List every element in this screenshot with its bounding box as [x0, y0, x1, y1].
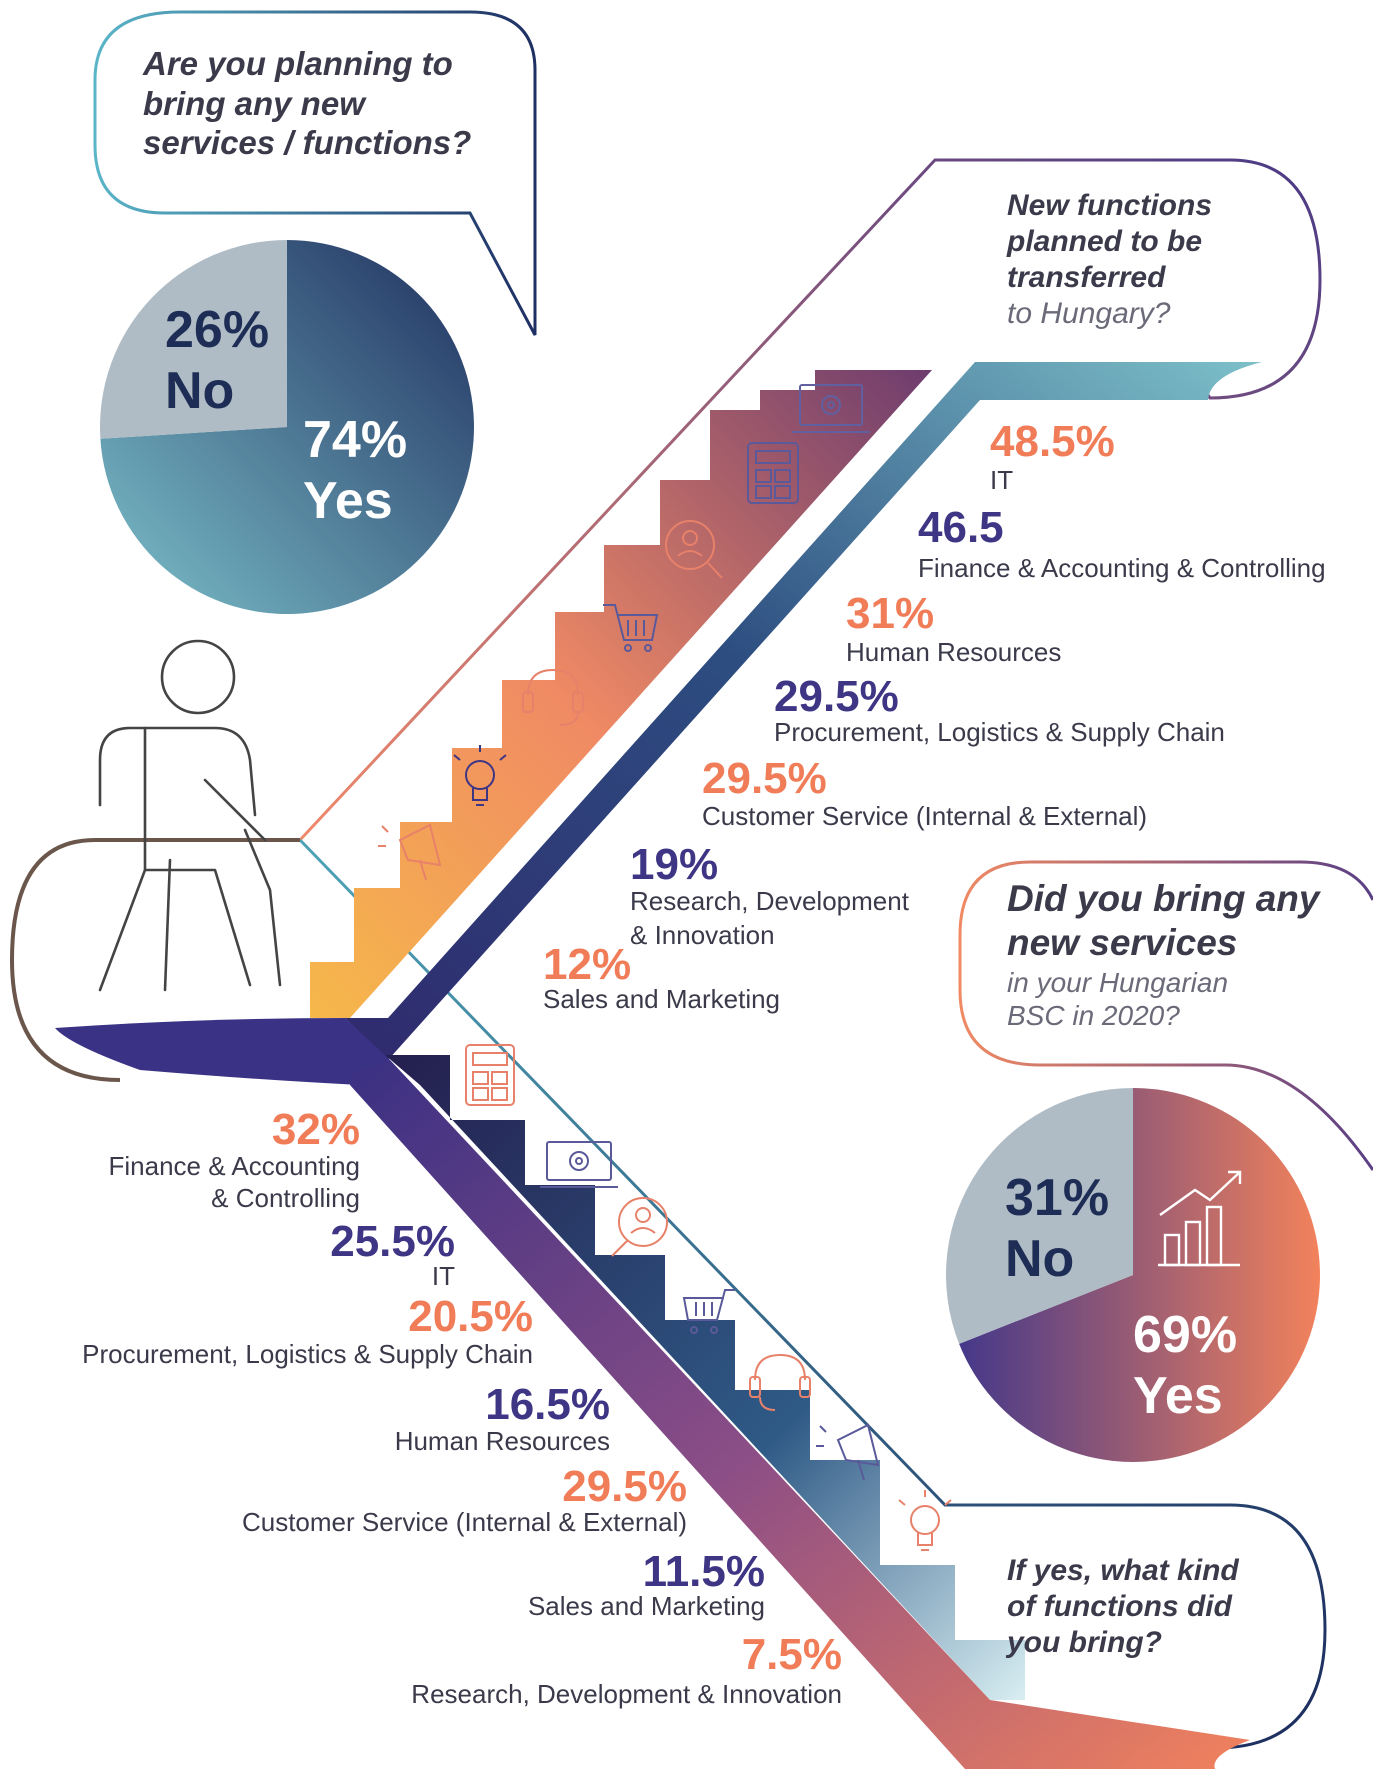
planned-item-label: IT: [990, 465, 1014, 495]
down-escalator-rail: [350, 1060, 1250, 1769]
pie1-no-text: No: [165, 362, 235, 421]
bubble-planning: [93, 10, 537, 336]
base-platform: [55, 1018, 390, 1085]
brought-item-pct: 16.5%: [485, 1380, 610, 1429]
person-on-escalator-icon: [98, 639, 282, 992]
pie-chart-planning: [100, 240, 475, 615]
headset-icon: [522, 668, 584, 726]
lightbulb-icon: [898, 1490, 952, 1551]
brought-item-pct: 25.5%: [330, 1217, 455, 1266]
pie1-no-label: 26% No: [165, 300, 269, 423]
up-escalator-rail: [345, 362, 1262, 1060]
planned-item-pct: 12%: [543, 940, 632, 989]
brought-item-label: Finance & Accounting: [108, 1151, 361, 1181]
pie-slice-no: [946, 1088, 1133, 1344]
pie2-yes-value: 69%: [1133, 1306, 1238, 1364]
brought-item-label: Research, Development & Innovation: [411, 1679, 842, 1709]
question-planning: Are you planning to bring any new servic…: [143, 45, 472, 162]
planned-item-label: Sales and Marketing: [543, 984, 781, 1014]
pie1-yes-value: 74%: [303, 411, 408, 469]
planned-item-label: Human Resources: [846, 637, 1062, 667]
brought-item-label: IT: [431, 1261, 455, 1291]
pie2-no-text: No: [1005, 1230, 1075, 1289]
brought-item-pct: 32%: [271, 1105, 360, 1154]
escalator-loop: [9, 838, 300, 1082]
lightbulb-icon: [453, 745, 507, 806]
question-did-title: Did you bring any new services: [1007, 878, 1320, 964]
pie-slice-no: [100, 240, 287, 439]
question-brought: If yes, what kind of functions did you b…: [1007, 1554, 1239, 1659]
pie1-yes-label: 74% Yes: [303, 410, 407, 533]
question-planned-sub: to Hungary?: [1007, 297, 1171, 330]
brought-item-label: Human Resources: [394, 1426, 610, 1456]
shopping-cart-icon: [682, 1289, 735, 1334]
bubble-did: [958, 860, 1373, 1171]
up-escalator-steps: [310, 370, 932, 1018]
question-did-bring: Did you bring any new services in your H…: [1007, 877, 1327, 1036]
down-escalator-steps: [385, 1055, 1025, 1700]
calculator-icon: [465, 1044, 515, 1106]
pie1-no-value: 26%: [165, 301, 270, 359]
brought-item-label: Procurement, Logistics & Supply Chain: [82, 1339, 533, 1369]
planned-item-pct: 19%: [630, 840, 719, 889]
planned-item-label: Research, Development: [630, 886, 909, 916]
pie2-no-label: 31% No: [1005, 1168, 1109, 1291]
search-person-icon: [611, 1197, 668, 1257]
pie2-yes-label: 69% Yes: [1133, 1305, 1237, 1428]
question-did-sub: in your Hungarian BSC in 2020?: [1007, 966, 1229, 1032]
megaphone-icon: [816, 1423, 880, 1481]
planned-item-label: Procurement, Logistics & Supply Chain: [774, 717, 1225, 747]
brought-item-label: Customer Service (Internal & External): [241, 1507, 687, 1537]
brought-item-pct: 7.5%: [741, 1630, 842, 1679]
pie-slice-yes: [100, 240, 475, 615]
brought-item-pct: 20.5%: [408, 1292, 533, 1341]
question-planned-title: New functions planned to be transferred: [1007, 189, 1213, 294]
planned-item-pct: 29.5%: [702, 754, 827, 803]
headset-icon: [749, 1353, 811, 1411]
planned-item-pct: 46.5: [918, 503, 1004, 552]
search-person-icon: [665, 520, 723, 579]
planned-item-pct: 29.5%: [774, 672, 899, 721]
pie1-yes-text: Yes: [303, 472, 393, 531]
pie2-no-value: 31%: [1005, 1169, 1110, 1227]
shopping-cart-icon: [603, 604, 659, 652]
brought-item-pct: 29.5%: [562, 1462, 687, 1511]
pie2-yes-text: Yes: [1133, 1367, 1223, 1426]
calculator-icon: [747, 442, 799, 504]
laptop-gear-icon: [540, 1141, 618, 1188]
brought-item-label: Sales and Marketing: [527, 1591, 765, 1621]
question-planned-functions: New functions planned to be transferred …: [1007, 188, 1242, 332]
planned-item-label: Customer Service (Internal & External): [702, 801, 1148, 831]
planned-item-label: Finance & Accounting & Controlling: [918, 553, 1326, 583]
brought-item-label-line2: & Controlling: [211, 1183, 360, 1213]
planned-item-label-line2: & Innovation: [630, 920, 775, 950]
growth-chart-icon: [1158, 1170, 1242, 1267]
laptop-gear-icon: [792, 384, 870, 433]
planned-item-pct: 48.5%: [990, 417, 1115, 466]
megaphone-icon: [378, 823, 442, 881]
planned-item-pct: 31%: [846, 589, 935, 638]
brought-item-pct: 11.5%: [642, 1547, 765, 1596]
